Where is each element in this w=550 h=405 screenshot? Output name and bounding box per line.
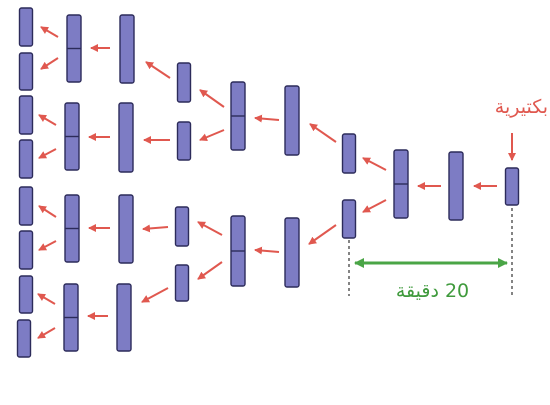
time-guides <box>348 208 513 296</box>
division-arrow <box>145 61 171 79</box>
division-arrow <box>362 199 387 213</box>
bacterium-cell <box>341 133 357 174</box>
division-arrow <box>38 205 57 218</box>
bacterium-cell <box>284 217 300 288</box>
division-arrow <box>37 327 56 339</box>
bacterium-cell <box>118 194 134 264</box>
division-arrow <box>142 224 169 233</box>
bacterium-cell <box>176 62 192 103</box>
division-arrow <box>141 287 169 303</box>
division-arrow <box>37 293 56 305</box>
bacterium-cell <box>18 186 34 226</box>
bacterium-cell <box>116 283 132 352</box>
bacterium-cell <box>18 275 34 314</box>
bacterium-cell <box>18 95 34 135</box>
bacterium-cell <box>504 167 520 206</box>
bacterium-cell <box>341 199 357 239</box>
bacterium-cell <box>174 264 190 302</box>
division-arrow <box>40 26 59 38</box>
division-arrow <box>199 89 225 108</box>
bacteria-cells <box>16 7 520 358</box>
division-arrow <box>254 114 280 123</box>
division-arrow <box>40 57 59 70</box>
bacterium-cell <box>174 206 190 247</box>
division-arrow <box>199 129 225 141</box>
bacterium-cell <box>16 319 32 358</box>
bacterium-cell <box>448 151 464 221</box>
division-arrow <box>38 240 57 251</box>
bacterium-label: بكتيرية <box>494 96 548 118</box>
bacterium-cell <box>18 7 34 47</box>
bacterium-cell <box>18 139 34 179</box>
division-arrow <box>38 148 57 159</box>
division-arrows <box>37 26 516 339</box>
duration-label: 20 دقيقة <box>395 280 470 302</box>
bacterium-cell <box>118 102 134 173</box>
division-arrow <box>38 114 57 126</box>
division-arrow <box>254 246 280 255</box>
division-arrow <box>197 221 223 236</box>
bacterium-cell <box>18 52 34 91</box>
division-arrow <box>309 123 337 143</box>
bacterium-cell <box>18 230 34 270</box>
bacterium-cell <box>176 121 192 161</box>
bacterium-cell <box>284 85 300 156</box>
bacterium-cell <box>119 14 135 84</box>
division-arrow <box>197 261 223 280</box>
division-arrow <box>362 157 387 171</box>
division-arrow <box>308 224 337 245</box>
